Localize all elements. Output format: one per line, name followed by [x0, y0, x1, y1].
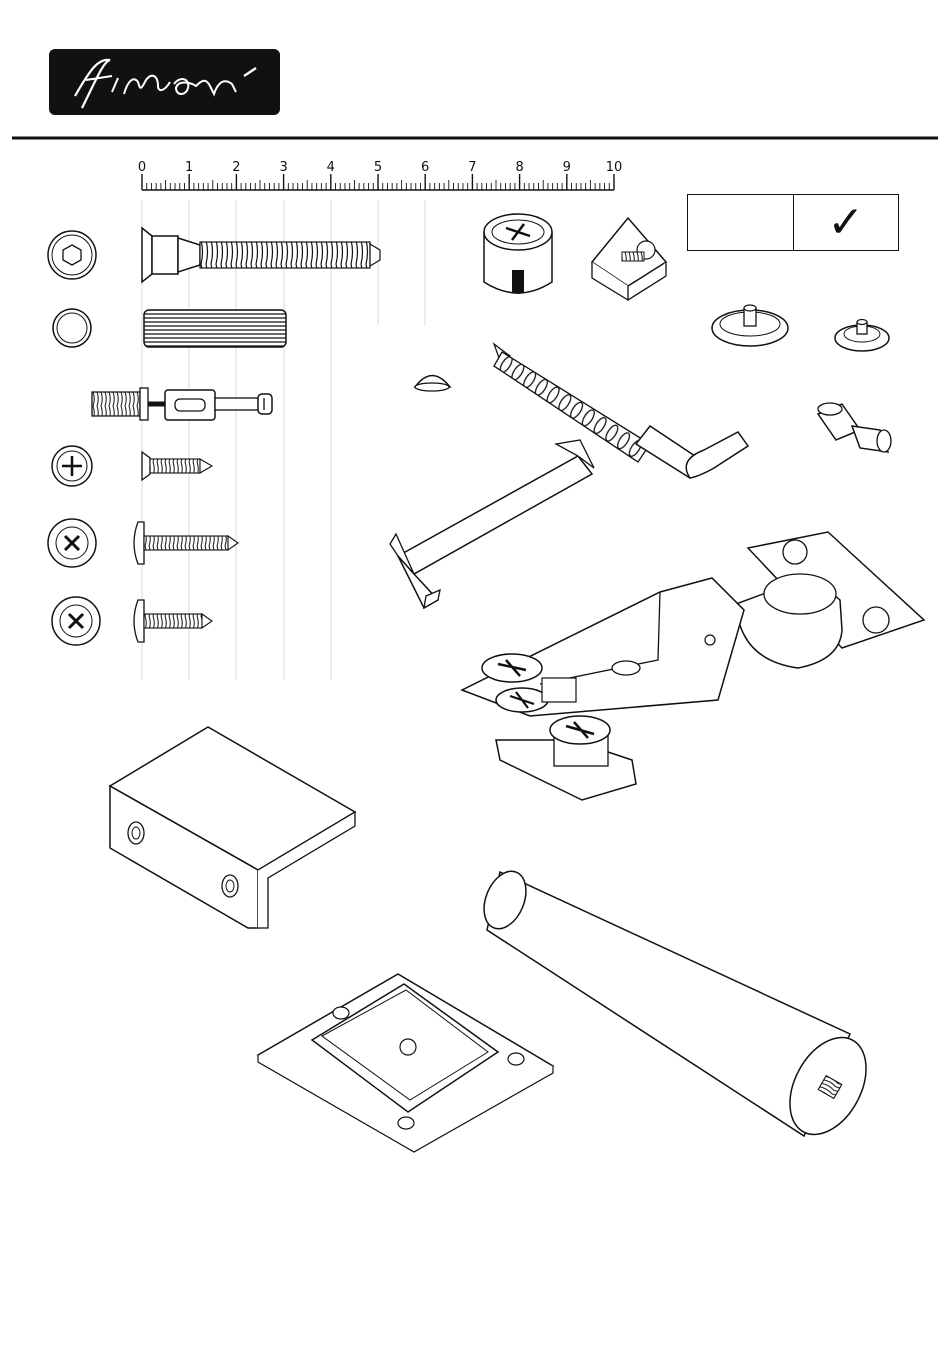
- ruler-label: 7: [468, 160, 476, 175]
- cover-cap: [415, 376, 450, 392]
- lag-hook-screw: [494, 344, 748, 478]
- phillips-washer-head-icon: [52, 597, 100, 645]
- ruler-label: 8: [515, 160, 523, 175]
- checklist-mark-cell: ✓: [793, 195, 899, 250]
- furniture-leg: [476, 865, 881, 1147]
- allen-key: [390, 440, 594, 608]
- ruler-label: 4: [327, 160, 335, 175]
- checklist-box: ✓: [687, 194, 899, 251]
- ruler-ticks: [142, 174, 614, 190]
- cam-lock: [484, 214, 552, 294]
- measurement-ruler: 0 1 2 3 4 5 6 7 8 9 10: [138, 160, 622, 190]
- ruler-label: 9: [563, 160, 571, 175]
- cabinet-hinge: [462, 532, 924, 800]
- wafer-head-screw-short: [134, 600, 212, 642]
- shelf-pin: [818, 403, 891, 452]
- wooden-dowel: [144, 310, 286, 347]
- confirmat-screw: [142, 228, 380, 282]
- check-mark-icon: ✓: [827, 201, 864, 245]
- countersunk-screw: [142, 452, 212, 480]
- angle-bracket: [110, 727, 355, 928]
- checklist-label-cell: [688, 195, 793, 250]
- corner-block: [592, 218, 666, 300]
- ruler-label: 10: [606, 160, 623, 175]
- brand-logo: [49, 49, 280, 115]
- ruler-label: 2: [232, 160, 240, 175]
- glide-small: [835, 320, 889, 352]
- ruler-label: 1: [185, 160, 193, 175]
- phillips-washer-head-icon: [48, 519, 96, 567]
- guide-lines: [142, 200, 425, 680]
- dowel-end-icon: [53, 309, 91, 347]
- phillips-head-icon: [52, 446, 92, 486]
- ruler-label: 5: [374, 160, 382, 175]
- hex-socket-head-icon: [48, 231, 96, 279]
- leg-mount-plate: [258, 974, 553, 1152]
- cam-bolt: [92, 388, 272, 420]
- ruler-label: 6: [421, 160, 429, 175]
- ruler-label: 0: [138, 160, 146, 175]
- ruler-label: 3: [279, 160, 287, 175]
- ruler-labels: 0 1 2 3 4 5 6 7 8 9 10: [138, 160, 622, 175]
- wafer-head-screw-long: [134, 522, 238, 564]
- glide-large: [712, 305, 788, 346]
